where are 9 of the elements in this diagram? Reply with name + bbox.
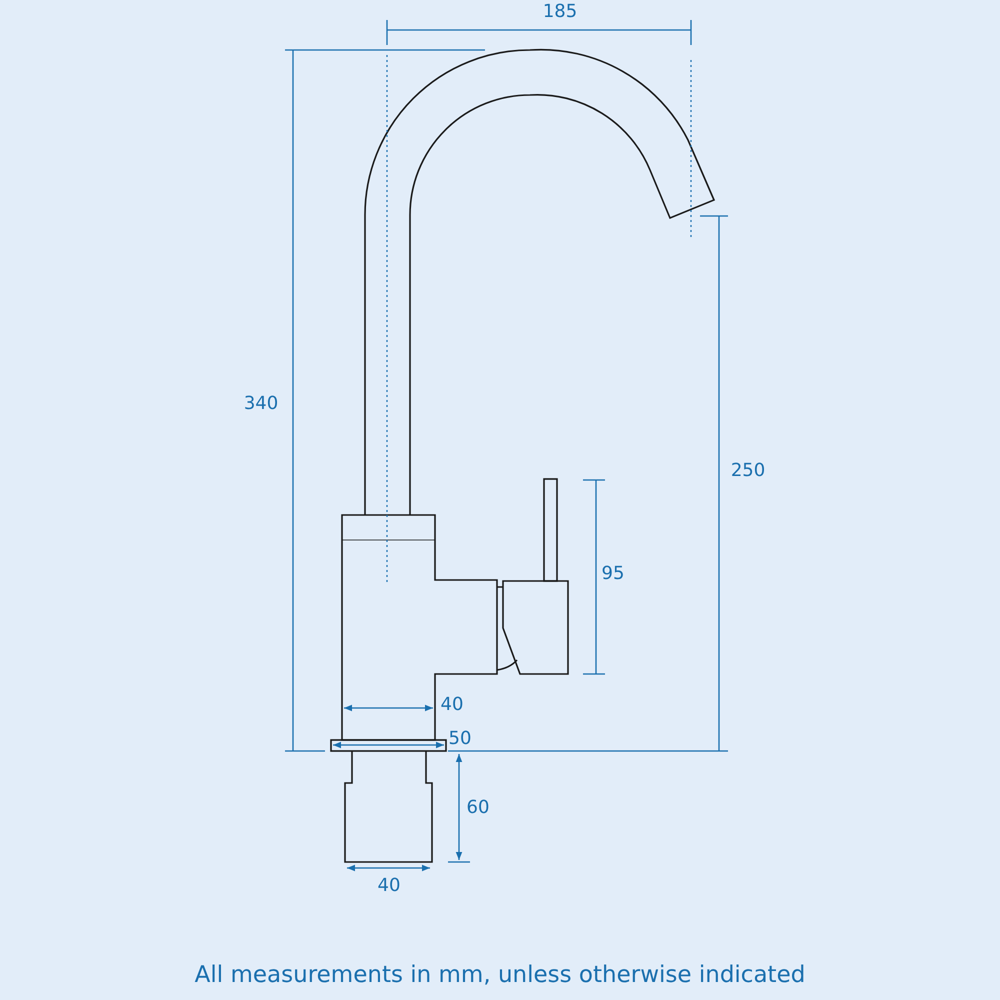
dimension-label: 60 [466,799,490,817]
dimension-label: 40 [440,696,464,714]
dimension-label: 40 [378,877,400,895]
dimension-label: 340 [244,395,278,413]
caption: All measurements in mm, unless otherwise indicated [194,962,806,988]
dimension-label: 50 [448,730,472,748]
dimension-label: 95 [602,565,624,583]
dimension-label: 250 [730,462,766,480]
dimension-label: 185 [542,3,578,21]
